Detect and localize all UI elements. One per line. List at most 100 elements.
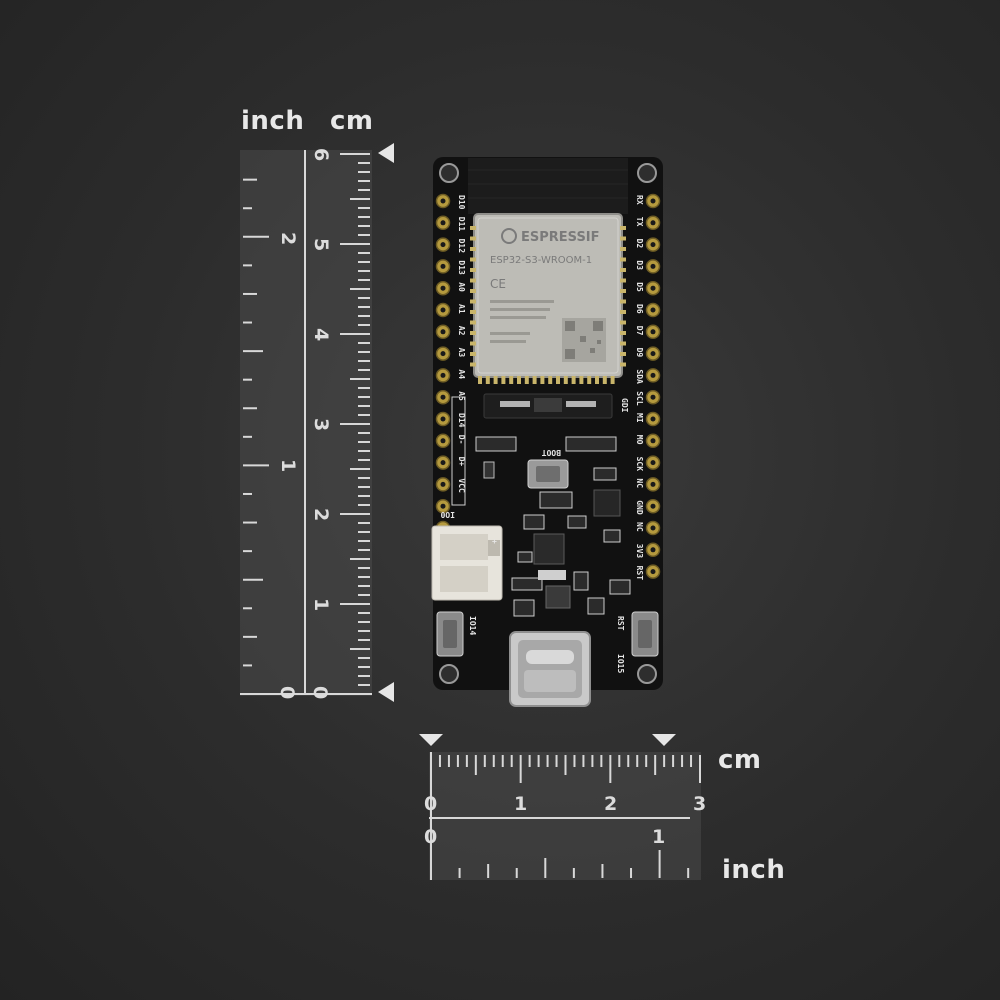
module-pad bbox=[548, 376, 553, 384]
left-pin-label: D13 bbox=[457, 260, 466, 275]
module-pad bbox=[620, 331, 626, 335]
module-pad bbox=[620, 341, 626, 346]
left-pin-label: VCC bbox=[457, 478, 466, 493]
module-pad bbox=[470, 320, 476, 325]
vertical-inch-number: 1 bbox=[277, 459, 299, 472]
module-pad bbox=[579, 376, 584, 384]
module-pad bbox=[470, 289, 476, 293]
dev-board: ESPRESSIF ESP32-S3-WROOM-1 CE D10D11D12D… bbox=[431, 157, 663, 707]
horizontal-left-arrow bbox=[419, 734, 443, 746]
gdi-label: GDI bbox=[620, 398, 629, 413]
ic-chip bbox=[593, 489, 621, 517]
vertical-bottom-arrow bbox=[378, 682, 394, 702]
vertical-cm-number: 4 bbox=[310, 328, 332, 341]
module-pad bbox=[470, 226, 476, 230]
module-pad bbox=[620, 362, 626, 367]
module-pad bbox=[595, 376, 599, 384]
module-pad bbox=[470, 331, 476, 335]
module-pad bbox=[620, 268, 626, 272]
mounting-hole bbox=[439, 163, 459, 183]
vertical-cm-number: 3 bbox=[310, 418, 332, 431]
vertical-ruler: 2 1 0 6 5 4 3 2 1 0 bbox=[240, 143, 394, 702]
right-header-pins bbox=[645, 193, 661, 579]
pin-label-box bbox=[451, 396, 466, 506]
right-pin-label: MO bbox=[635, 435, 644, 445]
right-pin-labels: RXTXD2D3D5D6D7D9SDASCLMIMOSCKNCGNDNC3V3R… bbox=[635, 195, 644, 580]
horizontal-cm-number: 2 bbox=[604, 793, 617, 815]
module-pad bbox=[470, 268, 476, 272]
left-pin-label: A1 bbox=[457, 304, 466, 314]
right-pin-label: RST bbox=[635, 566, 644, 581]
vertical-top-arrow bbox=[378, 143, 394, 163]
module-pad bbox=[470, 278, 476, 283]
horizontal-cm-number: 1 bbox=[514, 793, 527, 815]
module-pad bbox=[620, 310, 626, 314]
right-pin-label: SDA bbox=[635, 369, 644, 384]
module-pad bbox=[509, 376, 514, 384]
horizontal-right-arrow bbox=[652, 734, 676, 746]
right-pin-label: MI bbox=[635, 413, 644, 423]
module-pad bbox=[470, 352, 476, 356]
right-pin-label: GND bbox=[635, 500, 644, 515]
ic-chip bbox=[545, 585, 571, 609]
right-pin-label: D5 bbox=[635, 282, 644, 292]
vertical-inch-ticks bbox=[243, 178, 269, 695]
mounting-hole bbox=[637, 163, 657, 183]
module-pad bbox=[532, 376, 537, 384]
horizontal-inch-number: 0 bbox=[424, 826, 437, 848]
module-pad bbox=[620, 352, 626, 356]
horizontal-inch-label: inch bbox=[722, 855, 786, 885]
io14-label: IO14 bbox=[468, 616, 477, 635]
module-pad bbox=[620, 299, 626, 304]
horizontal-cm-number: 0 bbox=[424, 793, 437, 815]
module-pad bbox=[563, 376, 568, 384]
module-pad bbox=[540, 376, 545, 384]
module-fine-print bbox=[490, 300, 554, 343]
module-model: ESP32-S3-WROOM-1 bbox=[490, 255, 592, 266]
left-pin-label: D11 bbox=[457, 217, 466, 232]
module-pad bbox=[620, 289, 626, 293]
module-brand: ESPRESSIF bbox=[521, 230, 600, 245]
module-pad bbox=[571, 376, 576, 384]
espressif-logo-icon bbox=[501, 228, 517, 244]
vertical-inch-number: 2 bbox=[277, 232, 299, 245]
module-pad bbox=[620, 320, 626, 325]
module-pad bbox=[470, 362, 476, 367]
right-pin-label: D9 bbox=[635, 348, 644, 358]
right-pin-label: D7 bbox=[635, 326, 644, 336]
right-pin-label: D2 bbox=[635, 239, 644, 249]
left-pin-label: D14 bbox=[457, 413, 466, 428]
ce-mark: CE bbox=[490, 277, 506, 291]
left-pin-label: A5 bbox=[457, 391, 466, 401]
vertical-cm-number: 5 bbox=[310, 238, 332, 251]
module-pad bbox=[478, 376, 482, 384]
right-pin-label: D3 bbox=[635, 260, 644, 270]
horizontal-cm-label: cm bbox=[718, 745, 762, 775]
left-pin-label: A2 bbox=[457, 326, 466, 336]
module-pad bbox=[620, 278, 626, 283]
horizontal-cm-number: 3 bbox=[693, 793, 706, 815]
module-pad bbox=[470, 310, 476, 314]
module-pad bbox=[602, 376, 607, 384]
horizontal-inch-ticks bbox=[430, 850, 690, 878]
module-pad bbox=[485, 376, 490, 384]
module-pad bbox=[470, 341, 476, 346]
right-pin-label: SCL bbox=[635, 391, 644, 406]
left-pin-label: D10 bbox=[457, 195, 466, 210]
right-pin-label: D6 bbox=[635, 304, 644, 314]
antenna-area bbox=[468, 158, 628, 214]
ic-chip bbox=[533, 533, 565, 565]
left-pin-label: A0 bbox=[457, 282, 466, 292]
module-pad bbox=[517, 376, 521, 384]
vertical-inch-label: inch bbox=[241, 106, 305, 136]
vertical-cm-number: 1 bbox=[310, 598, 332, 611]
vertical-cm-number: 6 bbox=[310, 148, 332, 161]
right-pin-label: 3V3 bbox=[635, 544, 644, 559]
mounting-hole bbox=[439, 664, 459, 684]
right-pin-label: TX bbox=[635, 217, 644, 227]
module-pad bbox=[610, 376, 615, 384]
module-pad bbox=[620, 257, 626, 262]
vertical-cm-ticks bbox=[340, 153, 370, 695]
